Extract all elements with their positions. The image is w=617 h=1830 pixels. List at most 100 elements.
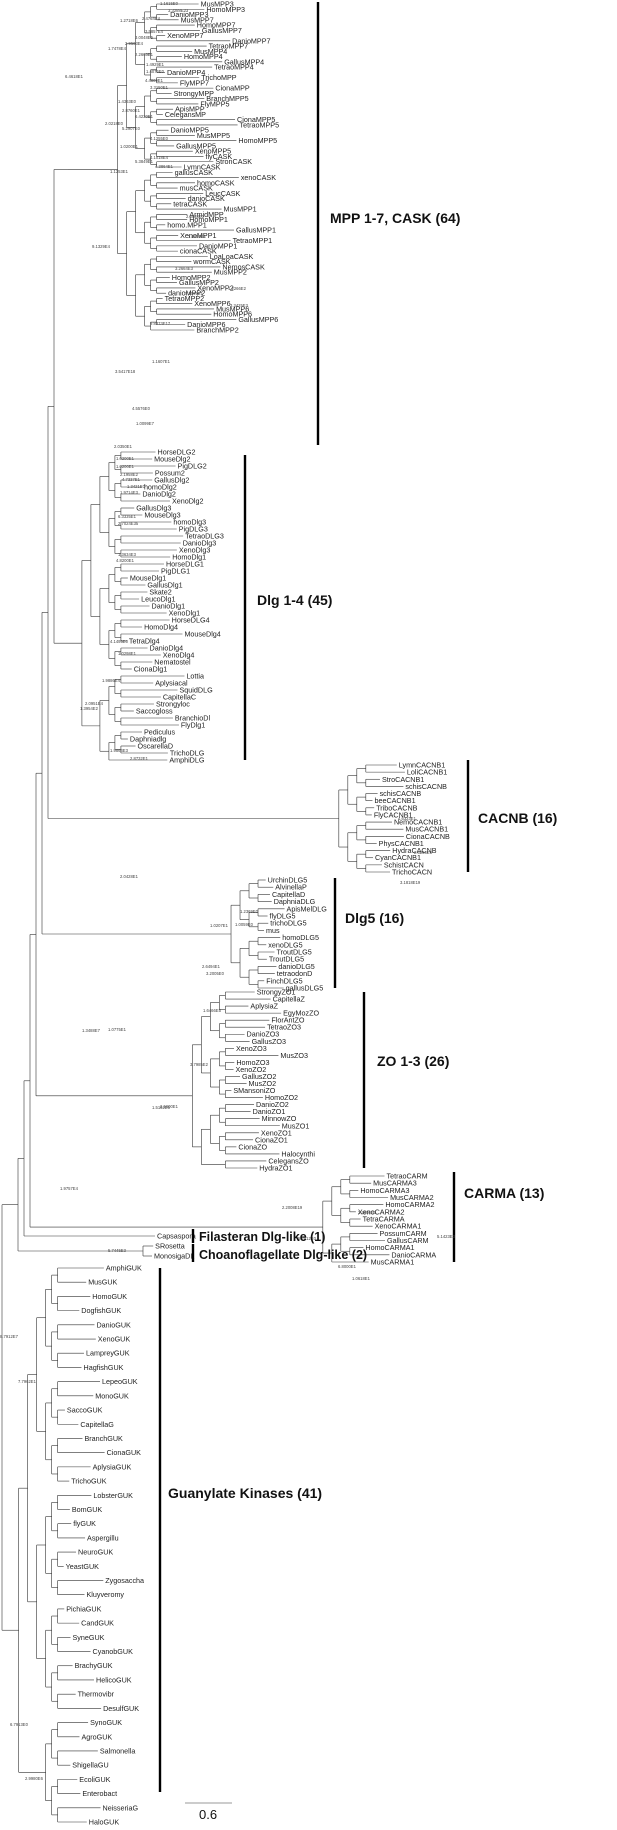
bootstrap-label: 2.2008E19	[282, 1205, 303, 1210]
leaf-label: HydraCACNB	[392, 846, 437, 855]
leaf-label: XenoDlg1	[169, 609, 201, 618]
leaf-label: HomoMPP2	[172, 273, 211, 282]
leaf-label: MusZO3	[280, 1051, 308, 1060]
bootstrap-label: 1.0207E1	[210, 923, 229, 928]
leaf-label: PossumCARM	[380, 1229, 427, 1238]
bootstrap-label: 1.3421E0	[127, 484, 146, 489]
leaf-label: PichiaGUK	[66, 1604, 101, 1613]
leaf-label: MusCACNB1	[405, 825, 448, 834]
leaf-label: Nematostel	[154, 658, 191, 667]
leaf-label: TetraoMPP1	[233, 236, 273, 245]
leaf-label: LobsterGUK	[93, 1491, 133, 1500]
bootstrap-label: 3.2664E3	[175, 266, 194, 271]
leaf-label: SRosetta	[155, 1242, 185, 1251]
bootstrap-label: 1.6466E5	[203, 1008, 222, 1013]
bootstrap-label: 1.0099E7	[136, 421, 155, 426]
bootstrap-label: 3.7985E2	[190, 1062, 209, 1067]
leaf-label: Capsaspora	[157, 1232, 196, 1241]
leaf-label: AlvinellaP	[275, 883, 307, 892]
leaf-label: Lottia	[186, 672, 204, 681]
bootstrap-label: 6.3335E1	[118, 514, 137, 519]
leaf-label: Saccogloss	[136, 707, 173, 716]
bootstrap-label: 7.2099E1	[185, 291, 204, 296]
leaf-label: MusCARMA2	[390, 1193, 434, 1202]
bootstrap-label: 3.5417E18	[115, 369, 136, 374]
leaf-label: AplysiaGUK	[93, 1462, 132, 1471]
leaf-label: gallusDLG5	[286, 984, 324, 993]
leaf-label: flyDLG5	[270, 912, 296, 921]
leaf-label: wormCASK	[192, 257, 230, 266]
bootstrap-label: 2.6266E5	[414, 850, 433, 855]
leaf-label: SchistCACN	[384, 860, 424, 869]
leaf-label: GallusDlg3	[136, 504, 171, 513]
leaf-label: HomoMPP5	[238, 136, 277, 145]
leaf-label: HomoCARMA2	[385, 1200, 434, 1209]
bootstrap-label: 2.8732E1	[130, 756, 149, 761]
bootstrap-label: 7.7962E1	[18, 1379, 37, 1384]
leaf-label: TetraoZO3	[267, 1023, 301, 1032]
leaf-label: tetraodonD	[277, 969, 313, 978]
leaf-label: SaccoGUK	[67, 1406, 103, 1415]
leaf-label: MouseDlg1	[130, 574, 166, 583]
bootstrap-label: 2.4764E4	[142, 16, 161, 21]
bootstrap-label: 3.2005E0	[206, 971, 225, 976]
leaf-label: DanioMPP1	[199, 241, 237, 250]
leaf-label: HorseDLG4	[172, 616, 210, 625]
leaf-label: StroCACNB1	[382, 775, 424, 784]
leaf-label: XenoCARMA1	[375, 1222, 422, 1231]
leaf-label: HomoCARMA1	[365, 1243, 414, 1252]
bootstrap-label: 2.9563E4	[125, 41, 144, 46]
leaf-label: Pediculus	[144, 728, 176, 737]
leaf-label: BomGUK	[72, 1505, 103, 1514]
leaf-label: CapitellaD	[272, 890, 305, 899]
leaf-label: Aspergillu	[87, 1533, 119, 1542]
leaf-label: MusMPP7	[181, 15, 214, 24]
bootstrap-label: 6.4230E1	[135, 114, 154, 119]
leaf-label: MusCARMA1	[371, 1258, 415, 1267]
leaf-label: HomoMPP6	[213, 310, 252, 319]
bootstrap-label: 2.5938E0	[186, 214, 205, 219]
bootstrap-label: 2.7024E35	[118, 521, 139, 526]
leaf-label: CelegansZO	[268, 1156, 309, 1165]
leaf-label: homoCASK	[197, 178, 235, 187]
leaf-label: EcoliGUK	[79, 1775, 110, 1784]
leaf-label: CyanCACNB1	[375, 853, 421, 862]
bootstrap-label: 3.3288E23	[168, 8, 189, 13]
leaf-label: LoliCACNB1	[407, 768, 447, 777]
leaf-label: XenoMPP6	[194, 299, 230, 308]
leaf-label: homoDLG5	[282, 933, 319, 942]
leaf-label: gallusCASK	[175, 168, 214, 177]
leaf-label: TetraDlg4	[129, 637, 160, 646]
leaf-label: MouseDlg2	[154, 455, 190, 464]
leaf-label: SyneGUK	[73, 1633, 105, 1642]
bootstrap-label: 2.6494E1	[202, 964, 221, 969]
leaf-label: Zygosaccha	[105, 1576, 144, 1585]
leaf-label: MinnowZO	[262, 1114, 297, 1123]
leaf-label: HomoMPP7	[197, 21, 236, 30]
leaf-label: XenoMPP2	[197, 283, 233, 292]
leaf-label: SMansoniZO	[233, 1086, 275, 1095]
leaf-label: xenoCASK	[241, 173, 276, 182]
leaf-label: DanioDlg1	[152, 602, 186, 611]
clade-label-mpp: MPP 1-7, CASK (64)	[330, 210, 461, 226]
bootstrap-label: 6.8000E1	[338, 1264, 357, 1269]
clade-label-dlg5: Dlg5 (16)	[345, 910, 405, 926]
leaf-label: NemosCASK	[222, 262, 265, 271]
bootstrap-label: 1.1615E0	[160, 1, 179, 6]
leaf-label: MusMPP2	[214, 268, 247, 277]
leaf-label: HomoDlg1	[172, 553, 206, 562]
bootstrap-label: 1.9864E3	[110, 748, 129, 753]
leaf-label: HydraZO1	[259, 1164, 292, 1173]
bootstrap-label: 9.8373E17	[150, 321, 171, 326]
leaf-label: homoDlg3	[173, 518, 206, 527]
leaf-label: AgroGUK	[81, 1732, 112, 1741]
leaf-label: XenoCARMA2	[358, 1207, 405, 1216]
leaf-label: CandGUK	[81, 1619, 114, 1628]
leaf-label: HagfishGUK	[84, 1363, 124, 1372]
leaf-label: HaloGUK	[89, 1818, 120, 1827]
leaf-label: FlyMPP7	[180, 78, 209, 87]
leaf-label: PigDLG1	[161, 567, 190, 576]
leaf-label: LoaLoaCASK	[210, 252, 254, 261]
clade-label-choanoflagellate: Choanoflagellate Dlg-like (2)	[199, 1248, 368, 1262]
